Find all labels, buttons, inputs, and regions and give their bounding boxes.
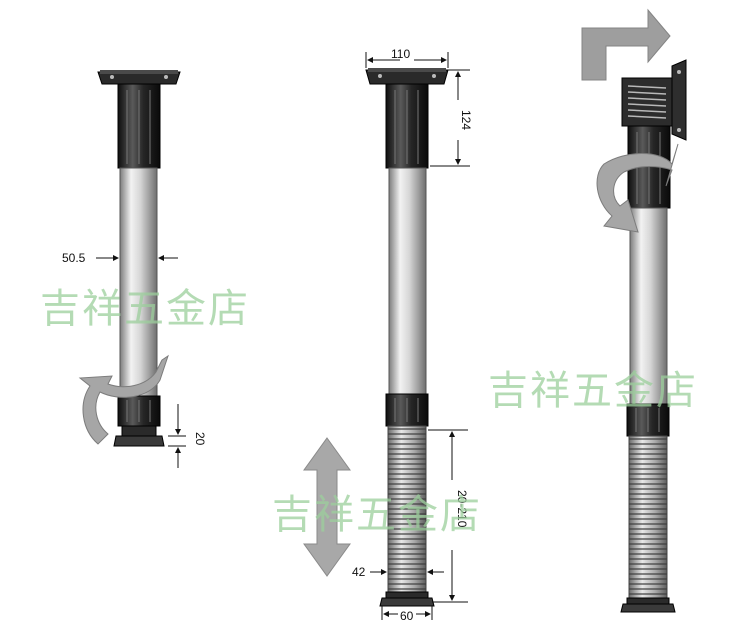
watermark-2: 吉祥五金店 [488, 368, 698, 414]
rotate-arrow-left [78, 354, 169, 445]
dim-top-section-height: 124 [459, 110, 473, 130]
watermark-3: 吉祥五金店 [272, 492, 482, 538]
dim-thread-diameter: 42 [352, 565, 366, 579]
leg-middle: 110 124 20-210 42 60 [303, 47, 473, 623]
leg-left: 50.5 20 [62, 70, 207, 468]
dim-foot-height: 20 [193, 432, 207, 446]
dim-tube-diameter: 50.5 [62, 251, 86, 265]
foot-middle [385, 591, 429, 599]
foot-left [121, 425, 157, 437]
rotate-arrow-right [596, 143, 679, 233]
height-adjust-arrow [303, 437, 351, 577]
spring-head-right [621, 77, 673, 127]
foot-right [626, 597, 670, 605]
watermark-1: 吉祥五金店 [40, 286, 250, 332]
dim-plate-width: 110 [391, 47, 410, 61]
tube-left [119, 167, 158, 397]
dim-adjust-range: 20-210 [455, 490, 469, 528]
mount-direction-arrow [581, 8, 671, 81]
leg-right [581, 8, 687, 613]
tube-middle [388, 167, 427, 395]
dim-foot-width: 60 [400, 609, 414, 623]
